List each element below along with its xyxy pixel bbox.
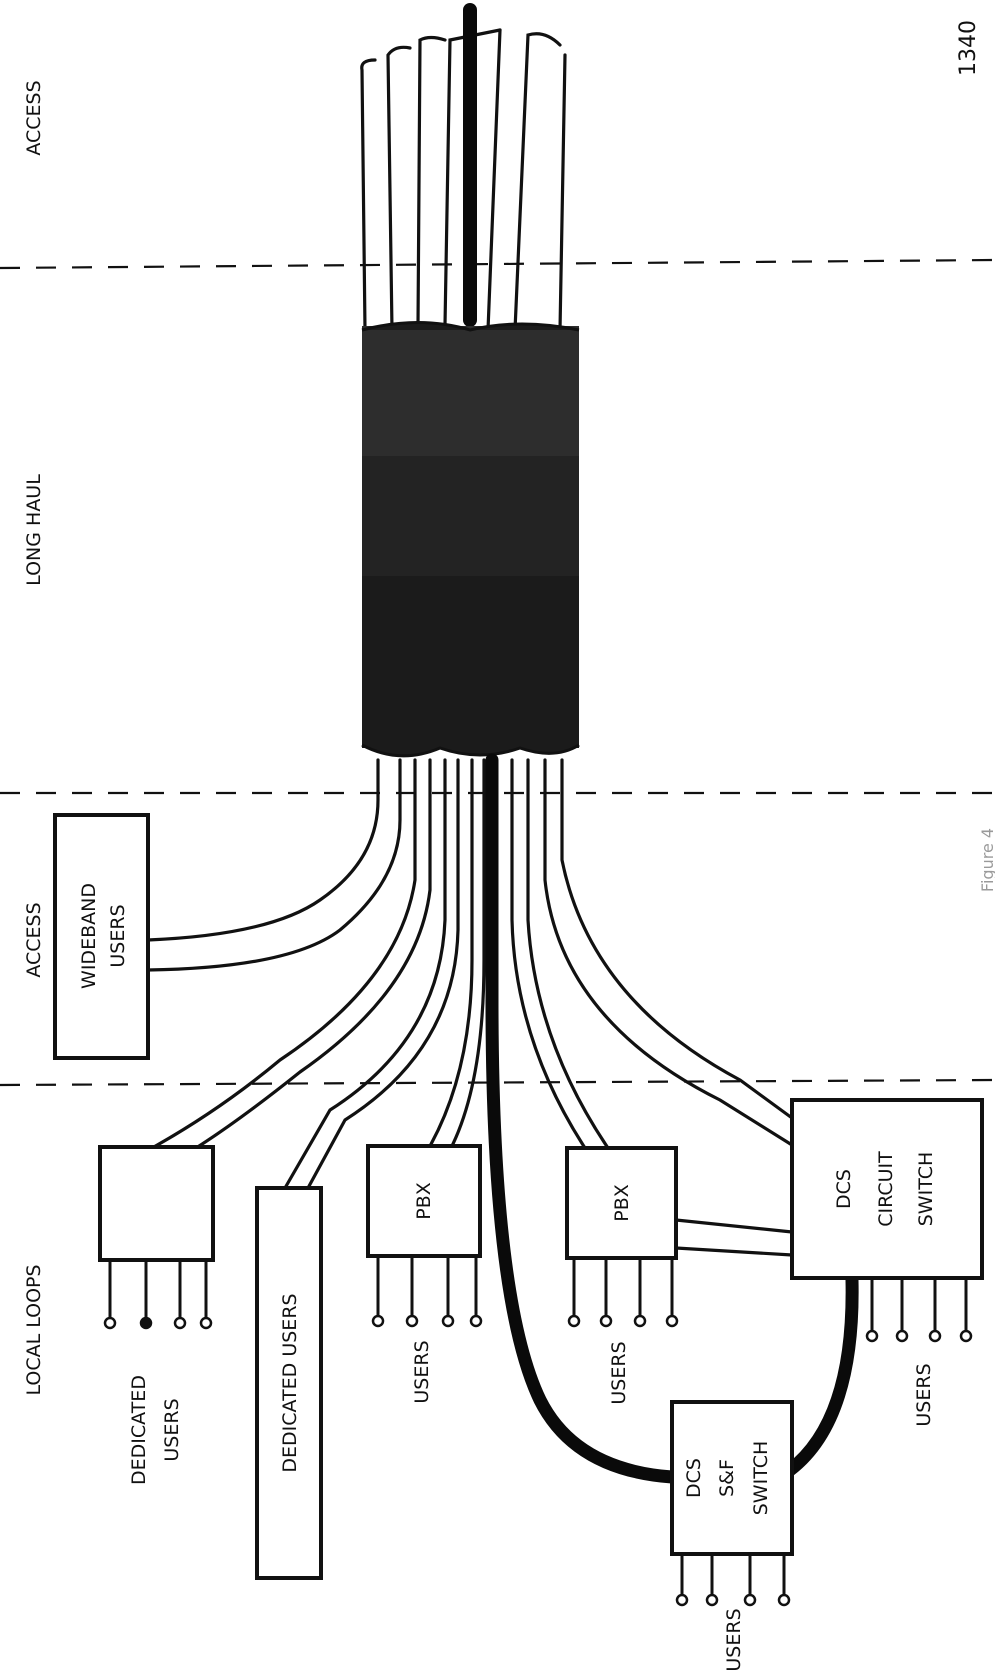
pbx-1-label: PBX (413, 1182, 435, 1220)
wideband-users-box: WIDEBAND USERS (53, 813, 150, 1060)
pbx-box-1: PBX (366, 1144, 483, 1328)
dedicated-users-label-line1: DEDICATED (128, 1375, 150, 1485)
long-haul-cable (361, 321, 580, 758)
dcs-circuit-switch-box: DCS CIRCUIT SWITCH (790, 1098, 984, 1343)
dcs-sf-label-line3: SWITCH (750, 1441, 772, 1516)
dcs-circuit-label-line2: CIRCUIT (875, 1151, 897, 1227)
zone-label-left-access: ACCESS (23, 902, 45, 977)
pbx-box-2: PBX (565, 1146, 679, 1328)
dedicated-users-bar-label: DEDICATED USERS (279, 1293, 301, 1472)
dcs-circuit-label-line3: SWITCH (915, 1152, 937, 1227)
zone-divider-access-localloops (0, 1078, 995, 1087)
access-wires (146, 753, 859, 1484)
zone-divider-access-longhaul-right (0, 258, 995, 270)
zone-label-local-loops: LOCAL LOOPS (23, 1264, 45, 1395)
dedicated-users-label-line2: USERS (161, 1398, 183, 1461)
wideband-label-line1: WIDEBAND (78, 883, 100, 989)
wideband-label-line2: USERS (107, 904, 129, 967)
zone-label-right-access: ACCESS (23, 80, 45, 155)
dcs-sf-switch-box: DCS S&F SWITCH (670, 1400, 794, 1607)
sf-users-label: USERS (723, 1608, 745, 1671)
zone-label-long-haul: LONG HAUL (23, 474, 45, 586)
pbx-2-label: PBX (611, 1184, 633, 1222)
dcs-sf-label-line1: DCS (683, 1458, 705, 1498)
pbx-2-users-label: USERS (608, 1341, 630, 1404)
pbx-1-users-label: USERS (411, 1340, 433, 1403)
dcs-circuit-label-line1: DCS (833, 1169, 855, 1209)
page-number: 1340 (956, 20, 981, 76)
dedicated-users-bar: DEDICATED USERS (255, 1186, 323, 1580)
dedicated-users-box (98, 1145, 215, 1330)
circuit-users-label: USERS (913, 1363, 935, 1426)
cable-fibers-right (360, 3, 567, 332)
dcs-sf-label-line2: S&F (716, 1459, 738, 1497)
figure-caption: Figure 4 (978, 828, 995, 892)
